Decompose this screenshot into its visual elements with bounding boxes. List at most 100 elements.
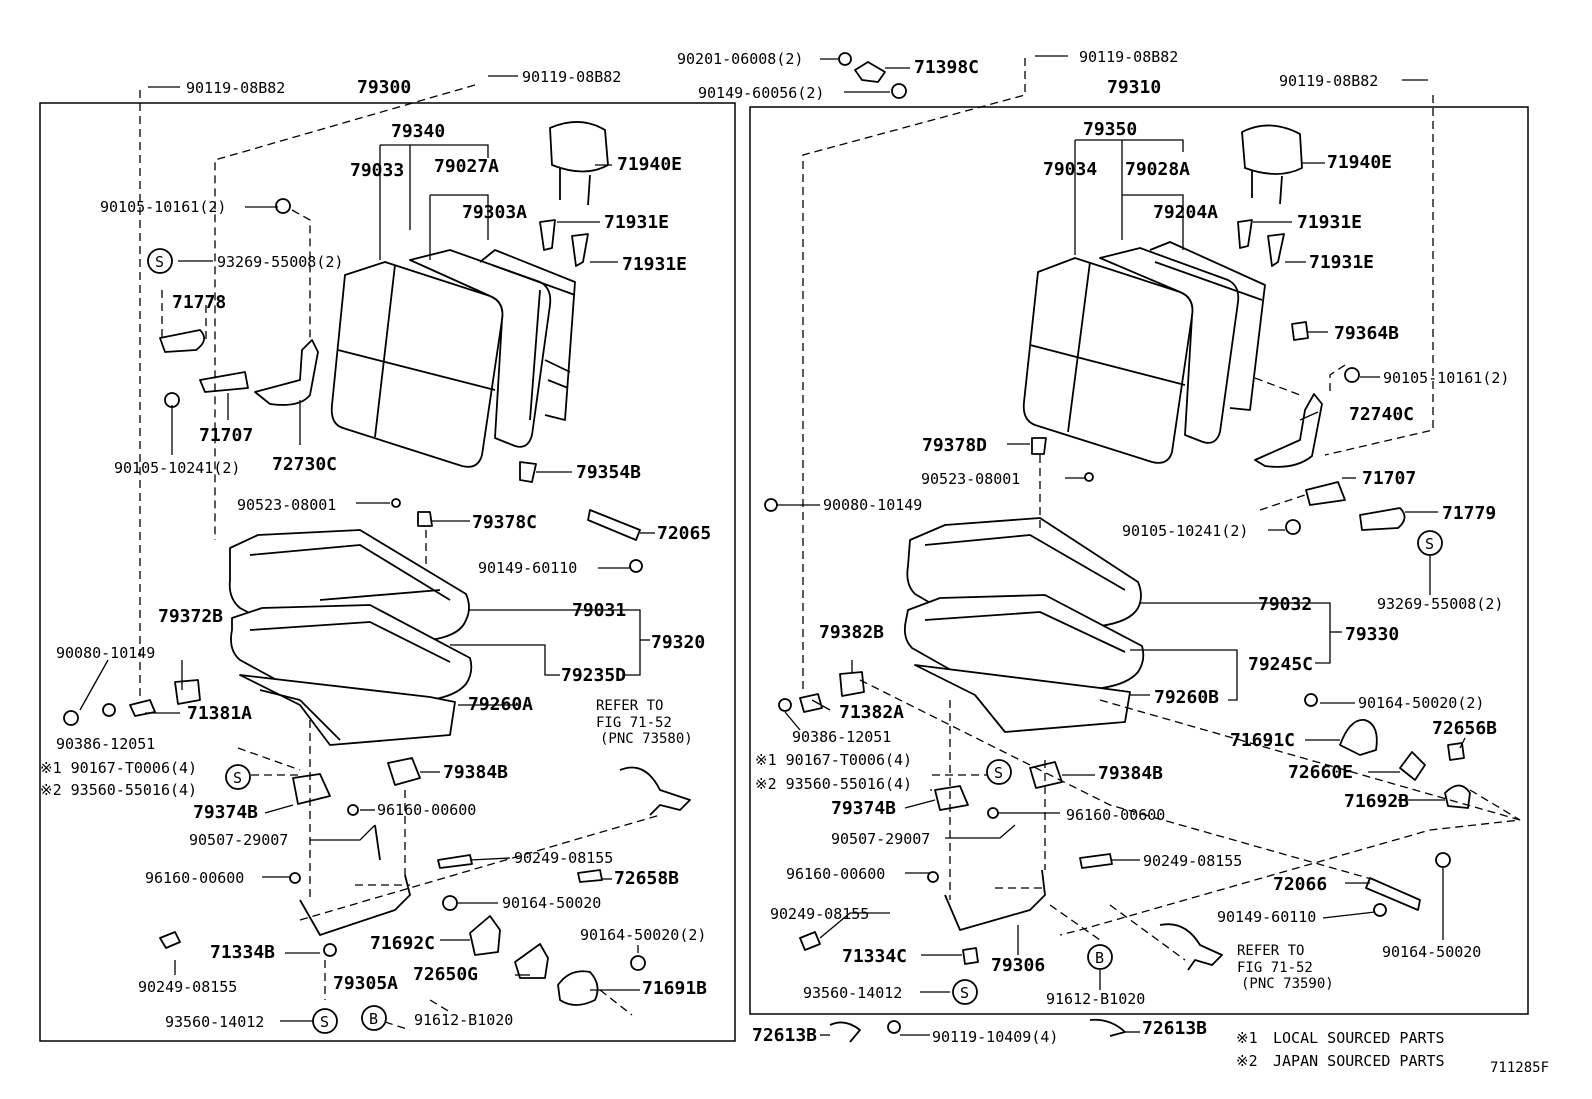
right-headrest-icon	[1241, 124, 1303, 205]
left-bolt-50020-2-label: 90164-50020(2)	[580, 926, 706, 944]
right-bolt-08155b-label: 90249-08155	[770, 905, 869, 923]
left-symbol-s2: S	[225, 764, 251, 790]
left-hinge-72730c-label: 72730C	[272, 454, 337, 475]
left-ring-00600a-label: 96160-00600	[377, 801, 476, 819]
center-cover-71398c-label: 71398C	[914, 57, 979, 78]
right-bolt-60110-label: 90149-60110	[1217, 908, 1316, 926]
bottom-bracket-a-label: 72613B	[752, 1025, 817, 1046]
svg-text:S: S	[1425, 535, 1434, 553]
right-headrest-label: 71940E	[1327, 152, 1392, 173]
bottom-bracket-b-label: 72613B	[1142, 1018, 1207, 1039]
left-bolt-08155a-label: 90249-08155	[514, 849, 613, 867]
right-bolt-12051-label: 90386-12051	[792, 728, 891, 746]
right-rod-79306-label: 79306	[991, 955, 1045, 976]
right-pad-label: 79028A	[1125, 159, 1190, 180]
left-washer-14012-label: 93560-14012	[165, 1013, 264, 1031]
right-lower-parts-icon	[778, 671, 1471, 971]
right-handle-71334c-label: 71334C	[842, 946, 907, 967]
left-back-assy-label: 79340	[391, 121, 445, 142]
left-refer-line1: REFER TO	[596, 698, 663, 714]
left-cover-71691b-label: 71691B	[642, 978, 707, 999]
right-symbol-s3: S	[952, 979, 978, 1005]
left-note2-label: ※2 93560-55016(4)	[40, 781, 197, 799]
right-cover-71779-label: 71779	[1442, 503, 1496, 524]
left-cover-label: 79033	[350, 160, 404, 181]
right-washer-14012-label: 93560-14012	[803, 984, 902, 1002]
left-cushion-assy-label: 79320	[651, 632, 705, 653]
left-ring-00600b-label: 96160-00600	[145, 869, 244, 887]
right-bolt-10241-label: 90105-10241(2)	[1122, 522, 1248, 540]
svg-text:B: B	[369, 1010, 378, 1028]
right-cover-71691c-label: 71691C	[1230, 730, 1295, 751]
right-bolt-10149-label: 90080-10149	[823, 496, 922, 514]
right-assy-label: 79310	[1107, 77, 1161, 98]
right-pad-79245c-label: 79245C	[1248, 654, 1313, 675]
right-spring-29007-label: 90507-29007	[831, 830, 930, 848]
right-washer-55008-label: 93269-55008(2)	[1377, 595, 1503, 613]
left-refer-line3: (PNC 73580)	[600, 731, 693, 747]
right-bolt-top2-label: 90119-08B82	[1279, 72, 1378, 90]
right-plug-b1020-label: 91612-B1020	[1046, 990, 1145, 1008]
left-rod-79305a-label: 79305A	[333, 973, 398, 994]
left-handle-71334b-label: 71334B	[210, 942, 275, 963]
left-bolt-50020-label: 90164-50020	[502, 894, 601, 912]
left-pin-79354b-label: 79354B	[576, 462, 641, 483]
left-bolt-top2-label: 90119-08B82	[522, 68, 621, 86]
right-cushion-assy-label: 79330	[1345, 624, 1399, 645]
right-hinge-parts-icon	[1254, 321, 1406, 535]
right-note1-label: ※1 90167-T0006(4)	[755, 751, 912, 769]
left-small-parts-icon	[391, 461, 643, 573]
right-small-parts-icon	[764, 437, 1094, 512]
right-support2-label: 71931E	[1309, 252, 1374, 273]
right-hinge-71707-label: 71707	[1362, 468, 1416, 489]
legend-note1-text: LOCAL SOURCED PARTS	[1273, 1029, 1445, 1047]
left-assy-label: 79300	[357, 77, 411, 98]
right-seatback-illustration	[1022, 241, 1266, 464]
left-washer-55008-label: 93269-55008(2)	[217, 253, 343, 271]
legend-note2-mark: ※2	[1236, 1052, 1258, 1070]
center-top-parts-icon	[820, 52, 910, 99]
left-bolt-60110-label: 90149-60110	[478, 559, 577, 577]
left-pad-79235d-label: 79235D	[561, 665, 626, 686]
left-cover-79372b-label: 79372B	[158, 606, 223, 627]
right-hinge-72740c-label: 72740C	[1349, 404, 1414, 425]
left-plug-b1020-label: 91612-B1020	[414, 1011, 513, 1029]
left-cover-71778-label: 71778	[172, 292, 226, 313]
right-cover-71382a-label: 71382A	[839, 702, 904, 723]
right-bolt-10161-label: 90105-10161(2)	[1383, 369, 1509, 387]
right-refer-line2: FIG 71-52	[1237, 960, 1313, 976]
left-bolt-08155b-label: 90249-08155	[138, 978, 237, 996]
right-bracket-79384b-label: 79384B	[1098, 763, 1163, 784]
left-note1-label: ※1 90167-T0006(4)	[40, 759, 197, 777]
left-pad-label: 79027A	[434, 156, 499, 177]
right-bolt-50020-label: 90164-50020	[1382, 943, 1481, 961]
right-leader-lines	[777, 55, 1521, 993]
right-frame-79260b-label: 79260B	[1154, 687, 1219, 708]
right-back-assy-label: 79350	[1083, 119, 1137, 140]
left-cushion-79031-label: 79031	[572, 600, 626, 621]
right-cushion-illustration	[903, 517, 1145, 733]
right-frame-label: 79204A	[1153, 202, 1218, 223]
legend-note1-mark: ※1	[1236, 1029, 1258, 1047]
right-refer-line3: (PNC 73590)	[1241, 976, 1334, 992]
center-bolt-60056-label: 90149-60056(2)	[698, 84, 824, 102]
left-frame-79260a-label: 79260A	[468, 694, 533, 715]
right-cover-79382b-label: 79382B	[819, 622, 884, 643]
left-headrest-icon	[549, 121, 609, 206]
svg-text:S: S	[233, 769, 242, 787]
right-ring-00600a-label: 96160-00600	[1066, 806, 1165, 824]
left-assembly-frame	[39, 102, 736, 1042]
left-hinge-parts-icon	[159, 198, 319, 408]
right-cover-label: 79034	[1043, 159, 1097, 180]
svg-text:S: S	[960, 984, 969, 1002]
left-hook-79378c-label: 79378C	[472, 512, 537, 533]
left-seatback-illustration	[330, 249, 576, 468]
right-cover-71692b-label: 71692B	[1344, 791, 1409, 812]
left-refer-line2: FIG 71-52	[596, 715, 672, 731]
svg-text:S: S	[994, 764, 1003, 782]
svg-text:S: S	[320, 1013, 329, 1031]
right-symbol-b: B	[1087, 944, 1113, 970]
right-bracket-79374b-label: 79374B	[831, 798, 896, 819]
right-headrest-supports-icon	[1237, 219, 1285, 267]
